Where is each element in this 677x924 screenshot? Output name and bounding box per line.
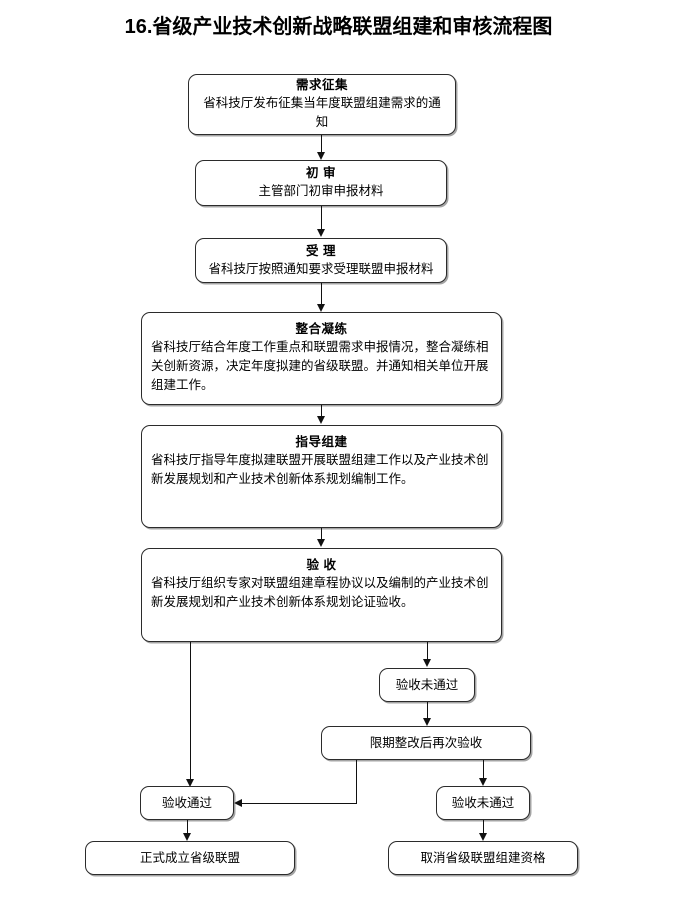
node-establish-alliance-label: 正式成立省级联盟 (139, 851, 240, 865)
node-failed-second-label: 验收未通过 (451, 796, 515, 810)
node-inspection-body: 省科技厅组织专家对联盟组建章程协议以及编制的产业技术创新发展规划和产业技术创新体… (151, 576, 489, 609)
page-title: 16.省级产业技术创新战略联盟组建和审核流程图 (124, 16, 553, 38)
node-failed-first-label: 验收未通过 (395, 678, 459, 692)
node-cancel-qualification-label: 取消省级联盟组建资格 (420, 851, 546, 865)
node-rectify-and-reinspect[interactable]: 限期整改后再次验收 (321, 726, 531, 760)
node-preliminary-review[interactable]: 初 审 主管部门初审申报材料 (195, 160, 447, 206)
node-guidance-body: 省科技厅指导年度拟建联盟开展联盟组建工作以及产业技术创新发展规划和产业技术创新体… (151, 453, 489, 486)
node-integration-title: 整合凝练 (295, 322, 348, 336)
connector-rectify-to-passed-horizontal (242, 803, 357, 804)
node-acceptance-body: 省科技厅按照通知要求受理联盟申报材料 (208, 261, 434, 276)
node-inspection[interactable]: 验 收 省科技厅组织专家对联盟组建章程协议以及编制的产业技术创新发展规划和产业技… (141, 548, 502, 642)
arrowhead-integration-to-guidance (317, 416, 325, 424)
connector-failed-first-to-rectify (427, 702, 428, 719)
connector-inspection-to-passed (190, 642, 191, 782)
arrowhead-passed-to-establish (183, 833, 191, 841)
arrowhead-demand-to-preliminary (317, 152, 325, 160)
connector-demand-to-preliminary (321, 135, 322, 153)
arrowhead-inspection-to-passed (186, 779, 194, 787)
node-acceptance-title: 受 理 (306, 243, 336, 258)
arrowhead-failed-first-to-rectify (423, 718, 431, 726)
connector-rectify-to-passed-vertical (356, 760, 357, 803)
node-demand-collection[interactable]: 需求征集 省科技厅发布征集当年度联盟组建需求的通知 (188, 74, 456, 135)
node-cancel-qualification[interactable]: 取消省级联盟组建资格 (388, 841, 578, 875)
node-guidance[interactable]: 指导组建 省科技厅指导年度拟建联盟开展联盟组建工作以及产业技术创新发展规划和产业… (141, 425, 502, 528)
arrowhead-preliminary-to-acceptance (317, 229, 325, 237)
arrowhead-guidance-to-inspection (317, 539, 325, 547)
node-acceptance[interactable]: 受 理 省科技厅按照通知要求受理联盟申报材料 (195, 238, 447, 283)
node-integration-body: 省科技厅结合年度工作重点和联盟需求申报情况，整合凝练相关创新资源，决定年度拟建的… (151, 340, 489, 392)
node-establish-alliance[interactable]: 正式成立省级联盟 (85, 841, 295, 875)
connector-guidance-to-inspection (321, 528, 322, 540)
node-preliminary-review-body: 主管部门初审申报材料 (258, 184, 384, 198)
connector-acceptance-to-integration (321, 283, 322, 305)
connector-failed-second-to-cancel (483, 820, 484, 834)
node-inspection-title: 验 收 (306, 558, 337, 572)
node-inspection-passed-label: 验收通过 (161, 796, 212, 810)
arrowhead-acceptance-to-integration (317, 304, 325, 312)
arrowhead-inspection-to-failed-first (423, 659, 431, 667)
node-inspection-passed[interactable]: 验收通过 (140, 786, 234, 820)
arrowhead-failed-second-to-cancel (479, 833, 487, 841)
connector-passed-to-establish (187, 820, 188, 834)
node-preliminary-review-title: 初 审 (306, 166, 336, 180)
connector-integration-to-guidance (321, 405, 322, 417)
arrowhead-rectify-to-passed (234, 799, 242, 807)
node-failed-first[interactable]: 验收未通过 (379, 668, 475, 702)
arrowhead-rectify-to-failed-second (479, 778, 487, 786)
node-demand-collection-title: 需求征集 (295, 78, 348, 92)
node-guidance-title: 指导组建 (295, 435, 348, 449)
node-demand-collection-body: 省科技厅发布征集当年度联盟组建需求的通知 (203, 96, 441, 129)
connector-inspection-to-failed-first (427, 642, 428, 661)
connector-preliminary-to-acceptance (321, 206, 322, 230)
node-integration[interactable]: 整合凝练 省科技厅结合年度工作重点和联盟需求申报情况，整合凝练相关创新资源，决定… (141, 312, 502, 405)
node-failed-second[interactable]: 验收未通过 (436, 786, 530, 820)
node-rectify-and-reinspect-label: 限期整改后再次验收 (369, 736, 483, 750)
connector-rectify-to-failed-second (483, 760, 484, 779)
